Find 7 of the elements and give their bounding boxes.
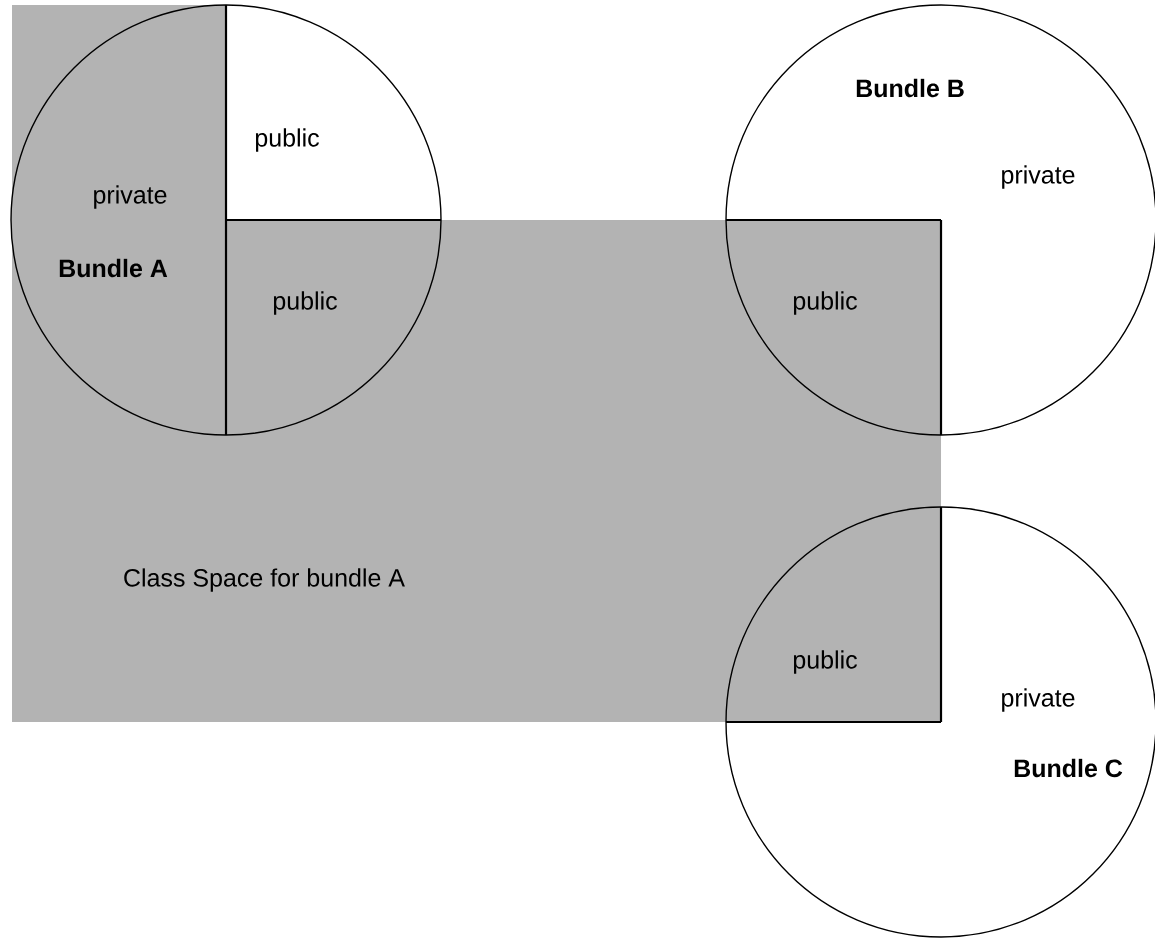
region-label: public: [793, 650, 857, 674]
region-label: private: [1002, 165, 1075, 189]
region-label: private: [1002, 688, 1075, 712]
region-label: public: [255, 128, 319, 152]
region-label: public: [793, 291, 857, 315]
region-label: public: [273, 291, 337, 315]
region-label: private: [94, 185, 167, 209]
